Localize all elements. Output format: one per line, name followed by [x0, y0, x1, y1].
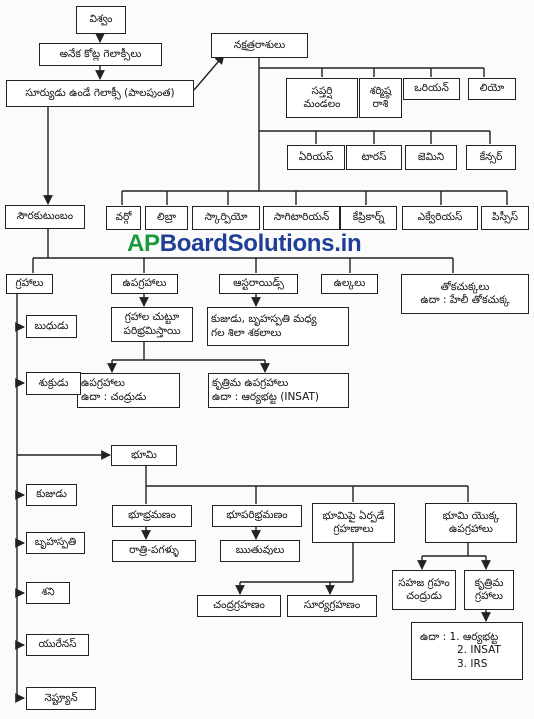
- node-solar-system: సౌరకుటుంబం: [5, 205, 85, 229]
- node-libra: లిబ్రా: [145, 206, 188, 230]
- node-virgo: వర్గో: [106, 206, 141, 230]
- node-meteors: ఉల్కలు: [321, 274, 378, 294]
- node-solar-eclipse: సూర్యగ్రహణం: [287, 595, 377, 617]
- node-revolve: గ్రహాల చుట్టూపరిభ్రమిస్తాయి: [111, 307, 193, 342]
- node-venus: శుక్రుడు: [26, 372, 81, 395]
- node-earth: భూమి: [111, 445, 177, 466]
- node-neptune: నెప్ట్యూన్: [26, 687, 96, 710]
- node-taurus: టారస్: [346, 145, 402, 170]
- node-aquarius: ఎక్వేరియస్: [402, 206, 478, 230]
- site-watermark: APBoardSolutions.in: [127, 230, 362, 257]
- node-comets: తోకచుక్కలుఉదా : హేలీ తోకచుక్క: [401, 274, 529, 314]
- node-examples: ఉదా : 1. ఆర్యభట్ట 2. INSAT 3. IRS: [411, 622, 523, 680]
- node-gemini: జెమిని: [405, 145, 457, 170]
- node-mars: కుజుడు: [26, 484, 77, 506]
- node-eclipses-on-earth: భూమిపై ఏర్పడేగ్రహణాలు: [312, 503, 395, 543]
- node-uranus: యురేనస్: [26, 634, 89, 656]
- node-lunar-eclipse: చంద్రగ్రహణం: [197, 595, 281, 617]
- node-sagittarius: సాగిటారియన్: [263, 206, 340, 230]
- node-jupiter: బృహస్పతి: [26, 532, 85, 554]
- node-milky-way: సూర్యుడు ఉండే గెలాక్సీ (పాలపుంత): [6, 80, 194, 107]
- node-saptarshi: సప్తర్షిమండలం: [286, 78, 358, 118]
- node-seasons: ఋతువులు: [220, 540, 300, 562]
- node-pisces: పిస్సీస్: [481, 206, 529, 230]
- node-aries: ఏరియస్: [287, 145, 345, 170]
- node-saturn: శని: [26, 582, 70, 604]
- node-scorpio: స్కార్పియో: [192, 206, 260, 230]
- node-planets: గ్రహాలు: [6, 274, 53, 294]
- node-rotation: భూభ్రమణం: [112, 505, 192, 527]
- node-capricorn: కేప్రికార్న్: [340, 206, 397, 230]
- node-mercury: బుధుడు: [26, 315, 77, 338]
- node-asteroids: ఆస్టరాయిడ్స్: [219, 274, 298, 294]
- node-natural-planet: సహజ గ్రహంచంద్రుడు: [392, 570, 456, 610]
- node-satellites: ఉపగ్రహాలు: [111, 274, 178, 294]
- node-day-night: రాత్రి-పగళ్ళు: [112, 540, 196, 562]
- node-galaxies: అనేక కోట్ల గెలాక్సీలు: [39, 43, 162, 66]
- node-artificial-satellites: కృత్రిమ ఉపగ్రహాలుఉదా : ఆర్యభట్ట (INSAT): [208, 373, 349, 408]
- node-leo: లియో: [468, 78, 516, 100]
- node-orion: ఒరియన్: [403, 78, 460, 100]
- node-natural-satellites: ఉపగ్రహాలుఉదా : చంద్రుడు: [77, 373, 180, 408]
- node-universe: విశ్వం: [76, 6, 126, 34]
- node-revolution: భూపరిభ్రమణం: [212, 505, 302, 527]
- node-constellations: నక్షత్రరాశులు: [211, 33, 308, 58]
- node-cancer: కేన్సర్: [466, 145, 516, 170]
